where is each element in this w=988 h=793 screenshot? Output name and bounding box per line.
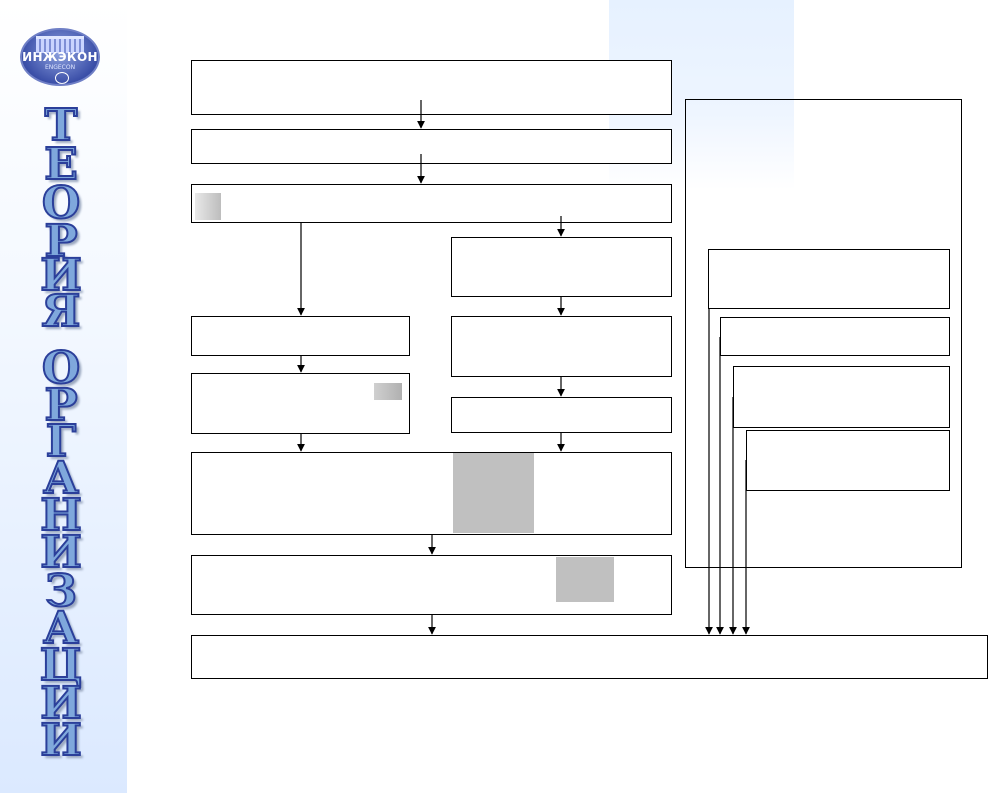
title-letter: И	[39, 527, 83, 578]
building-emblem	[36, 36, 84, 53]
title-letter: З	[44, 566, 78, 617]
flow-box-3	[191, 184, 672, 223]
flow-box-2	[191, 129, 672, 164]
title-letter: Р	[43, 216, 78, 267]
gray-marker	[195, 193, 221, 220]
title-letter: И	[39, 715, 83, 766]
title-letter: Р	[43, 380, 78, 431]
panel-box-2	[720, 317, 950, 356]
title-letter: Я	[41, 286, 82, 337]
title-letter: Г	[45, 416, 77, 467]
gray-block	[556, 557, 614, 602]
gray-marker	[374, 383, 402, 400]
panel-box-3	[733, 366, 950, 428]
title-letter: О	[41, 343, 81, 394]
logo-name: ИНЖЭКОН	[22, 50, 98, 64]
logo-mark-icon	[55, 72, 69, 84]
flow-box-left-2	[191, 373, 410, 434]
title-letter: И	[39, 250, 83, 301]
right-panel	[685, 99, 962, 568]
gray-block	[453, 453, 534, 533]
panel-box-1	[708, 249, 950, 309]
title-letter: А	[42, 453, 80, 504]
title-letter: Н	[39, 490, 83, 541]
flow-box-1	[191, 60, 672, 115]
flow-box-merge	[191, 452, 672, 535]
logo-subtitle: ENGECON	[44, 64, 76, 71]
institute-logo: ИНЖЭКОН ENGECON	[20, 28, 100, 86]
title-letter: А	[42, 603, 80, 654]
title-letter: Т	[44, 100, 79, 151]
title-letter: И	[39, 678, 83, 729]
sidebar-panel	[0, 0, 127, 793]
title-letter: Е	[43, 139, 79, 190]
flow-box-right-3	[451, 397, 672, 433]
title-letter: О	[41, 178, 81, 229]
flow-box-left-1	[191, 316, 410, 356]
flow-box-right-1	[451, 237, 672, 297]
title-letter: Ц	[39, 640, 84, 691]
flow-box-right-2	[451, 316, 672, 377]
flow-box-final	[191, 635, 988, 679]
